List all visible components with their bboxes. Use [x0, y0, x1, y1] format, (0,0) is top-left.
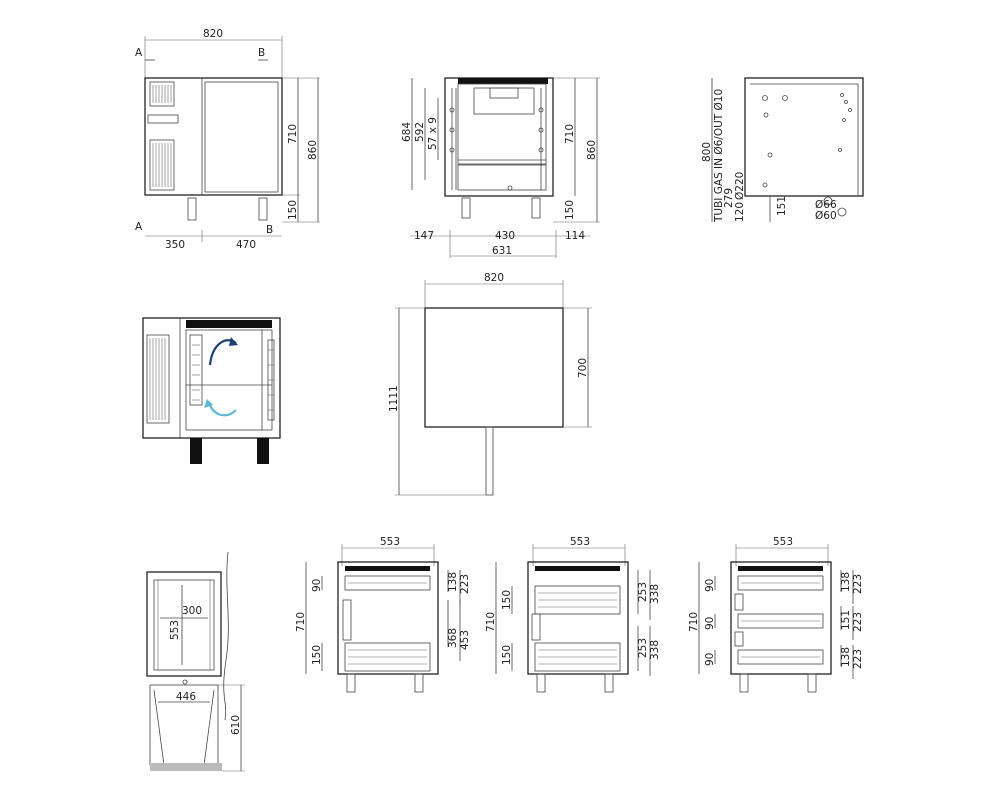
d1-dim-150: 150 — [311, 645, 323, 665]
section-a-bottom: A — [135, 221, 143, 233]
drawer-config-3: 553 710 90 90 90 138 223 151 223 138 223 — [688, 536, 864, 693]
dim-side-592: 592 — [414, 122, 426, 142]
dim-back-o66: Ø66 — [815, 199, 837, 211]
d3-dim-223b: 223 — [852, 612, 864, 632]
d3-dim-90a: 90 — [704, 579, 716, 592]
dim-sec-300: 300 — [182, 605, 202, 617]
dim-front-860: 860 — [307, 140, 319, 160]
d2-dim-553: 553 — [570, 536, 590, 548]
d3-dim-151: 151 — [840, 610, 852, 630]
dim-side-631: 631 — [492, 245, 512, 257]
d1-dim-553: 553 — [380, 536, 400, 548]
open-front-view — [142, 317, 281, 464]
dim-back-151: 151 — [776, 196, 788, 216]
dim-side-147: 147 — [414, 230, 434, 242]
dim-front-710: 710 — [287, 124, 299, 144]
dim-front-150: 150 — [287, 200, 299, 220]
dim-side-57x9: 57 x 9 — [427, 117, 439, 150]
drawer-section-view: 300 553 446 610 — [146, 551, 245, 772]
d3-dim-223c: 223 — [852, 649, 864, 669]
top-plan-view: 820 700 1111 — [388, 272, 592, 496]
dim-side-114: 114 — [565, 230, 585, 242]
dim-front-width: 820 — [203, 28, 223, 40]
d3-dim-223a: 223 — [852, 574, 864, 594]
side-section-view: 684 592 57 x 9 710 860 150 147 430 114 6… — [401, 77, 600, 258]
d2-dim-150a: 150 — [501, 590, 513, 610]
foot-right — [257, 438, 269, 464]
d1-dim-90: 90 — [311, 579, 323, 592]
dim-sec-610: 610 — [230, 715, 242, 735]
drawer-config-2: 553 710 150 150 253 338 253 338 — [485, 536, 661, 693]
section-a-top: A — [135, 47, 143, 59]
gas-pipe-note: TUBI GAS IN Ø6/OUT Ø10 — [713, 89, 725, 223]
d1-dim-138: 138 — [447, 572, 459, 592]
d1-dim-223: 223 — [459, 574, 471, 594]
d1-dim-368: 368 — [447, 628, 459, 648]
warm-air-arrowhead — [229, 337, 238, 346]
d3-dim-90b: 90 — [704, 617, 716, 630]
dim-top-1111: 1111 — [388, 385, 400, 412]
d1-dim-710: 710 — [295, 612, 307, 632]
dim-front-350: 350 — [165, 239, 185, 251]
d2-dim-338a: 338 — [649, 584, 661, 604]
d2-dim-338b: 338 — [649, 640, 661, 660]
d3-dim-553: 553 — [773, 536, 793, 548]
d3-dim-710: 710 — [688, 612, 700, 632]
d3-dim-90c: 90 — [704, 653, 716, 666]
d2-dim-253a: 253 — [637, 582, 649, 602]
front-view: 820 A B 710 860 150 A — [135, 28, 320, 251]
d1-dim-453: 453 — [459, 630, 471, 650]
section-b-bottom: B — [266, 224, 273, 236]
dim-side-430: 430 — [495, 230, 515, 242]
back-view: 800 TUBI GAS IN Ø6/OUT Ø10 279 Ø220 120 … — [701, 77, 864, 223]
front-grille-bottom — [149, 139, 175, 191]
drawer-config-1: 553 710 90 150 138 223 368 453 — [295, 536, 471, 693]
dim-back-800: 800 — [701, 142, 713, 162]
foot-left — [190, 438, 202, 464]
d2-dim-253b: 253 — [637, 638, 649, 658]
dim-sec-446: 446 — [176, 691, 196, 703]
dim-back-279: 279 — [723, 188, 735, 208]
d2-dim-710: 710 — [485, 612, 497, 632]
dim-side-150: 150 — [564, 200, 576, 220]
dim-side-684: 684 — [401, 122, 413, 142]
side-grille — [146, 334, 170, 424]
section-b-top: B — [258, 47, 265, 59]
front-grille-top — [149, 81, 175, 107]
dim-side-860: 860 — [586, 140, 598, 160]
dim-back-o60: Ø60 — [815, 210, 837, 222]
dim-back-120: 120 — [734, 202, 746, 222]
dim-top-700: 700 — [577, 358, 589, 378]
dim-side-710: 710 — [564, 124, 576, 144]
dim-top-820: 820 — [484, 272, 504, 284]
d2-dim-150b: 150 — [501, 645, 513, 665]
dim-sec-553: 553 — [169, 620, 181, 640]
d3-dim-138b: 138 — [840, 647, 852, 667]
d3-dim-138a: 138 — [840, 572, 852, 592]
dim-front-470: 470 — [236, 239, 256, 251]
dim-back-220: Ø220 — [734, 172, 746, 200]
cold-air-arrow — [207, 401, 237, 417]
cold-air-arrowhead — [204, 399, 213, 408]
